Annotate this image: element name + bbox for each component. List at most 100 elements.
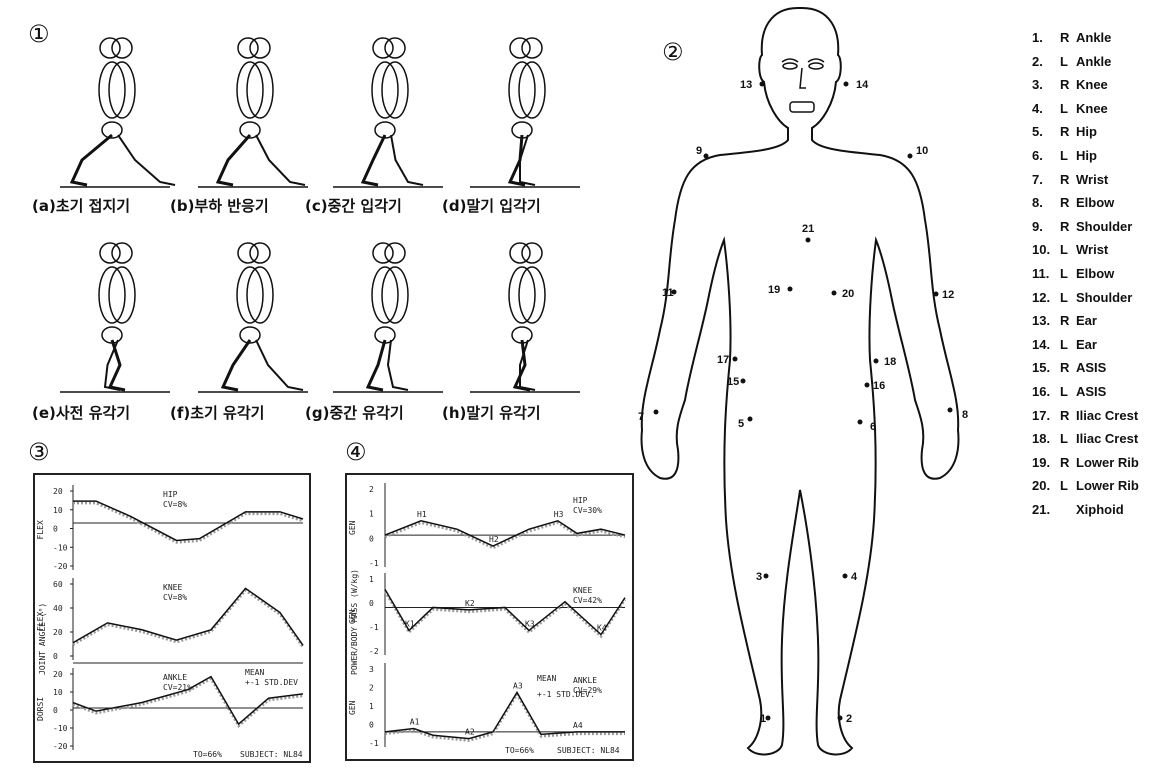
y-tick-label: -20 xyxy=(53,742,68,751)
legend-name: Lower Rib xyxy=(1076,478,1139,493)
y-tick-label: 20 xyxy=(53,670,63,679)
legend-name: Ankle xyxy=(1076,30,1111,45)
landmark-point-label: 17 xyxy=(717,354,729,366)
walking-figure-icon xyxy=(470,235,590,395)
legend-number: 8. xyxy=(1032,195,1060,210)
plot-title: KNEE xyxy=(163,583,182,592)
legend-number: 19. xyxy=(1032,455,1060,470)
plot-title: ANKLE xyxy=(573,676,597,685)
power-chart: POWER/BODY MASS (W/kg)GEN210-1HIPCV=30%H… xyxy=(345,473,634,761)
legend-side: R xyxy=(1060,195,1076,210)
gait-phase-caption: (b)부하 반응기 xyxy=(170,195,269,216)
legend-number: 15. xyxy=(1032,360,1060,375)
legend-number: 7. xyxy=(1032,172,1060,187)
peak-label: K4 xyxy=(597,624,607,633)
legend-side: L xyxy=(1060,148,1076,163)
legend-side: L xyxy=(1060,431,1076,446)
panel-number-angle: ③ xyxy=(28,438,50,466)
y-tick-label: 0 xyxy=(53,525,58,534)
toe-off-label: TO=66% xyxy=(505,746,534,755)
legend-mean: MEAN xyxy=(245,668,264,677)
walking-figure-icon xyxy=(470,30,590,190)
gait-figure xyxy=(60,30,180,194)
y-tick-label: -1 xyxy=(369,623,379,632)
plot-title: KNEE xyxy=(573,586,592,595)
mean-curve xyxy=(73,501,303,540)
legend-number: 14. xyxy=(1032,337,1060,352)
walking-figure-icon xyxy=(333,30,453,190)
y-tick-label: 10 xyxy=(53,688,63,697)
face xyxy=(782,59,824,112)
plot-title: HIP xyxy=(573,496,588,505)
legend-number: 2. xyxy=(1032,54,1060,69)
gait-phase-caption: (d)말기 입각기 xyxy=(442,195,541,216)
legend-number: 17. xyxy=(1032,408,1060,423)
gait-figure xyxy=(470,235,590,399)
landmark-point xyxy=(788,287,793,292)
landmark-point xyxy=(865,383,870,388)
legend-side: L xyxy=(1060,266,1076,281)
landmark-point xyxy=(844,82,849,87)
gait-phase-caption: (g)중간 유각기 xyxy=(305,402,404,423)
y-axis-name: FLEX xyxy=(36,612,45,631)
landmark-point xyxy=(948,408,953,413)
landmark-point-label: 9 xyxy=(696,145,702,157)
legend-side: R xyxy=(1060,313,1076,328)
peak-label: A1 xyxy=(410,718,420,727)
legend-number: 18. xyxy=(1032,431,1060,446)
landmark-point-label: 1 xyxy=(760,713,766,725)
landmark-point xyxy=(934,292,939,297)
power-plot: POWER/BODY MASS (W/kg)GEN210-1HIPCV=30%H… xyxy=(347,475,632,759)
walking-figure-icon xyxy=(333,235,453,395)
joint-angle-plot: JOINT ANGLE (°)FLEX20100-10-20HIPCV=8%FL… xyxy=(35,475,309,761)
plot-title: ANKLE xyxy=(163,673,187,682)
peak-label: K2 xyxy=(465,599,475,608)
legend-number: 1. xyxy=(1032,30,1060,45)
landmark-point-label: 2 xyxy=(846,713,852,725)
legend-name: Iliac Crest xyxy=(1076,431,1138,446)
legend-number: 6. xyxy=(1032,148,1060,163)
landmark-legend-item: 12.LShoulder xyxy=(1032,290,1132,305)
walking-figure-icon xyxy=(198,235,318,395)
landmark-legend-item: 10.LWrist xyxy=(1032,242,1108,257)
y-tick-label: -1 xyxy=(369,739,379,748)
legend-number: 12. xyxy=(1032,290,1060,305)
landmark-point-label: 4 xyxy=(851,571,858,583)
landmark-point-label: 16 xyxy=(873,380,885,392)
subject-label: SUBJECT: NL84 xyxy=(240,750,303,759)
legend-name: Hip xyxy=(1076,124,1097,139)
legend-name: Elbow xyxy=(1076,266,1114,281)
y-tick-label: 3 xyxy=(369,665,374,674)
landmark-point xyxy=(806,238,811,243)
landmark-point-label: 11 xyxy=(662,287,674,299)
y-tick-label: -10 xyxy=(53,724,68,733)
toe-off-label: TO=66% xyxy=(193,750,222,759)
gait-figure xyxy=(333,30,453,194)
legend-number: 20. xyxy=(1032,478,1060,493)
landmark-point xyxy=(760,82,765,87)
legend-name: Ear xyxy=(1076,337,1097,352)
y-tick-label: 0 xyxy=(369,721,374,730)
landmark-point-label: 19 xyxy=(768,284,780,296)
gait-phase-caption: (c)중간 입각기 xyxy=(305,195,402,216)
landmark-point xyxy=(908,154,913,159)
y-tick-label: 0 xyxy=(53,706,58,715)
y-tick-label: 1 xyxy=(369,702,374,711)
landmark-point-label: 20 xyxy=(842,288,854,300)
landmark-point xyxy=(654,410,659,415)
y-tick-label: 0 xyxy=(369,599,374,608)
landmark-point xyxy=(874,359,879,364)
legend-side: R xyxy=(1060,408,1076,423)
landmark-legend-item: 5.RHip xyxy=(1032,124,1097,139)
peak-label: H1 xyxy=(417,510,427,519)
legend-name: Knee xyxy=(1076,77,1108,92)
landmark-point-label: 18 xyxy=(884,356,896,368)
y-axis-name: FLEX xyxy=(36,520,45,539)
legend-name: Ankle xyxy=(1076,54,1111,69)
plot-cv: CV=8% xyxy=(163,593,187,602)
std-dev-curve xyxy=(385,694,625,740)
